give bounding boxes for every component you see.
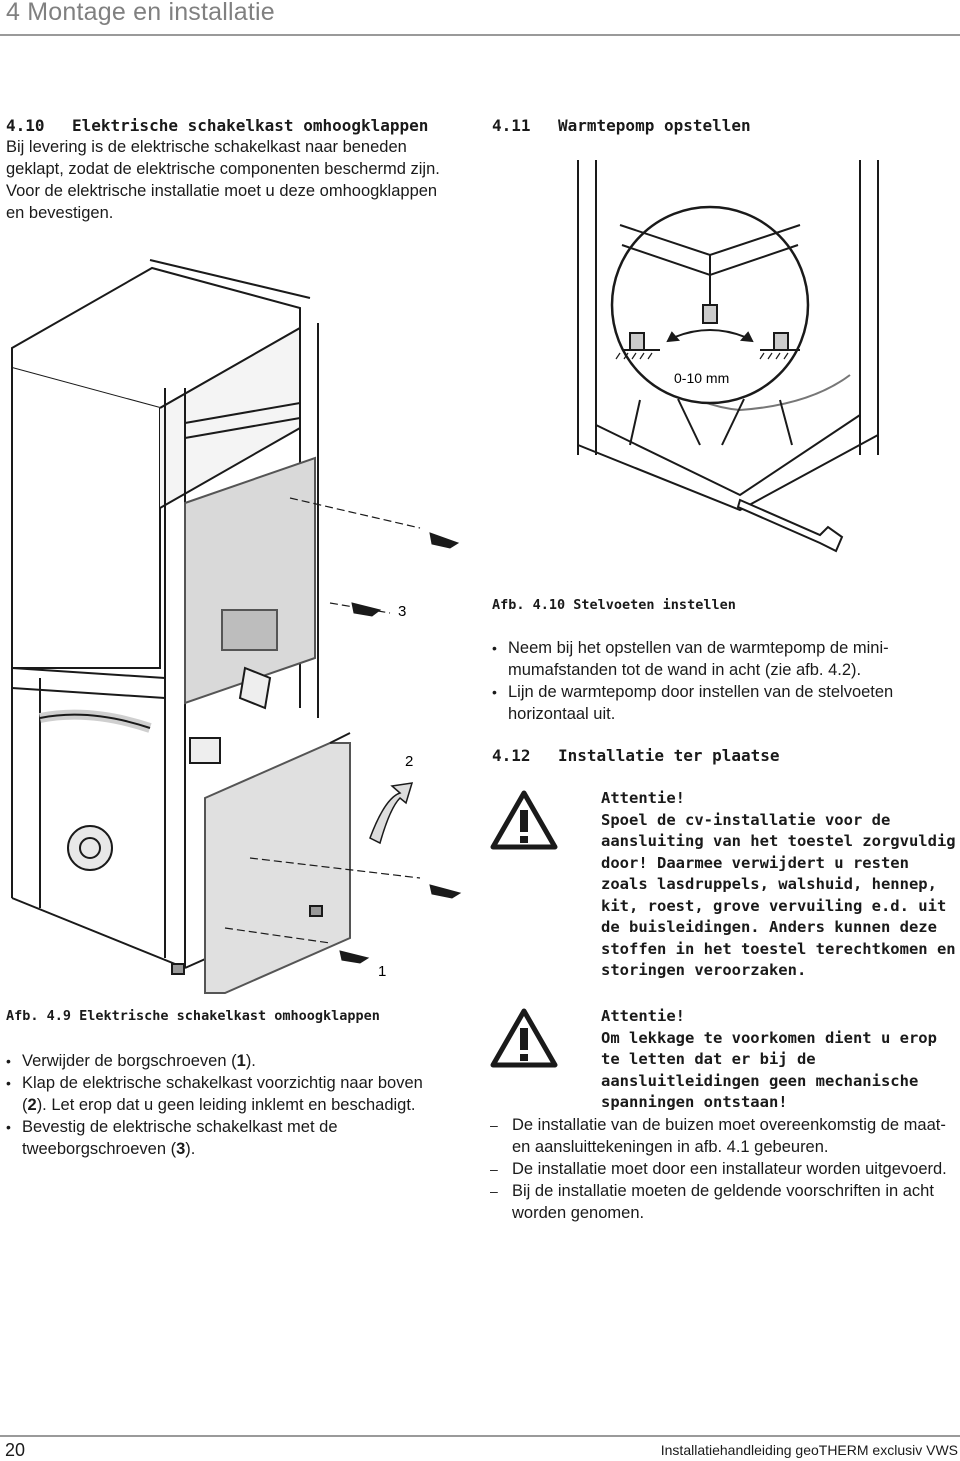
- figure-4-10-illustration: 0-10 mm: [577, 160, 879, 553]
- list-item: Bij de installatie moeten de geldende vo…: [490, 1180, 952, 1224]
- warning-text: Om lekkage te voorkomen dient u erop te …: [601, 1028, 937, 1112]
- section-title: Elektrische schakelkast omhoogklappen: [72, 116, 429, 135]
- step-text-post: ). Let erop dat u geen leiding inklemt e…: [36, 1096, 416, 1114]
- section-4-11-heading: 4.11 Warmtepomp opstellen: [492, 116, 952, 135]
- section-4-12-heading: 4.12 Installatie ter plaatse: [492, 746, 952, 765]
- section-title: Installatie ter plaatse: [558, 746, 780, 765]
- page-header-title: 4 Montage en installatie: [6, 0, 275, 26]
- header-rule: [0, 34, 960, 36]
- warning-heading: Attentie!: [601, 1007, 685, 1025]
- steps-list: Verwijder de borgschroeven (1). Klap de …: [6, 1050, 436, 1160]
- step-text-pre: Verwijder de borgschroeven (: [22, 1052, 237, 1070]
- figure-4-9-illustration: 3 2 1: [11, 259, 462, 994]
- document-title: Installatiehandleiding geoTHERM exclusiv…: [660, 1442, 958, 1458]
- warning-icon: [490, 790, 558, 850]
- dimension-label: 0-10 mm: [674, 370, 729, 386]
- step-ref: 3: [176, 1140, 186, 1158]
- warning-icon: [490, 1008, 558, 1068]
- section-number: 4.11: [492, 116, 531, 135]
- list-item: Neem bij het opstellen van de warmtepomp…: [492, 637, 952, 681]
- step-text-post: ).: [185, 1140, 196, 1158]
- figure-label-1: 1: [378, 963, 386, 980]
- section-number: 4.12: [492, 746, 531, 765]
- section-title: Warmtepomp opstellen: [558, 116, 751, 135]
- section-4-11-bullets: Neem bij het opstellen van de warmtepomp…: [492, 637, 952, 725]
- section-4-10-body: Bij levering is de elektrische schakelka…: [6, 138, 440, 222]
- warning-text: Spoel de cv-installatie voor de aanslui­…: [601, 810, 956, 980]
- figure-4-9-caption: Afb. 4.9 Elektrische schakelkast omhoogk…: [6, 1008, 380, 1024]
- section-4-10-heading: 4.10 Elektrische schakelkast omhoogklappe…: [6, 116, 476, 135]
- list-item: De installatie moet door een installateu…: [490, 1158, 952, 1180]
- list-item: Verwijder de borgschroeven (1).: [6, 1050, 436, 1072]
- list-item: De installatie van de buizen moet overee…: [490, 1114, 952, 1158]
- page-number: 20: [5, 1440, 26, 1460]
- section-number: 4.10: [6, 116, 45, 135]
- footer-rule: [0, 1435, 960, 1437]
- warning-1: Attentie! Spoel de cv-installatie voor d…: [601, 788, 956, 982]
- figure-4-10-caption: Afb. 4.10 Stelvoeten instellen: [492, 597, 736, 613]
- step-ref: 2: [27, 1096, 37, 1114]
- figure-label-3: 3: [398, 603, 406, 620]
- warning-heading: Attentie!: [601, 789, 685, 807]
- installation-requirements-list: De installatie van de buizen moet overee…: [490, 1114, 952, 1224]
- step-text-pre: Bevestig de elektrische schakelkast met …: [22, 1118, 338, 1158]
- step-text-pre: Klap de elektrische schakelkast voorzich…: [22, 1074, 423, 1114]
- list-item: Lijn de warmtepomp door instellen van de…: [492, 681, 952, 725]
- warning-2: Attentie! Om lekkage te voorkomen dient …: [601, 1006, 957, 1114]
- figure-label-2: 2: [405, 753, 413, 770]
- step-ref: 1: [236, 1052, 246, 1070]
- list-item: Klap de elektrische schakelkast voorzich…: [6, 1072, 436, 1116]
- step-text-post: ).: [245, 1052, 256, 1070]
- list-item: Bevestig de elektrische schakelkast met …: [6, 1116, 436, 1160]
